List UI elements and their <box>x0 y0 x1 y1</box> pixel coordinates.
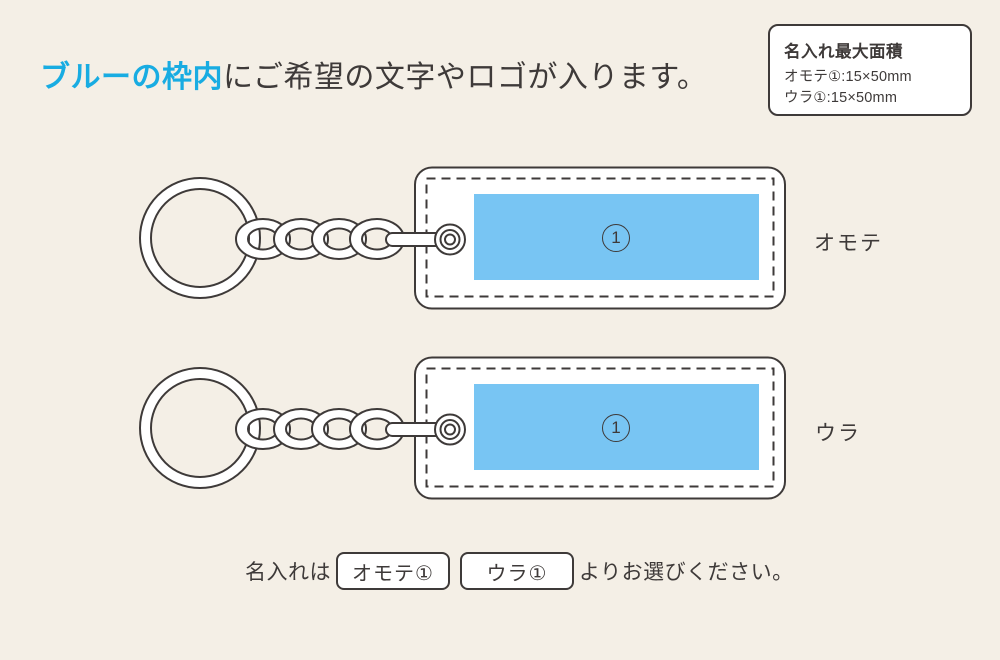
page-title: ブルーの枠内にご希望の文字やロゴが入ります。 <box>40 52 707 96</box>
max-print-area-title: 名入れ最大面積 <box>784 43 903 61</box>
page-title-highlight: ブルーの枠内 <box>40 61 223 94</box>
max-print-area-back: ウラ①:15×50mm <box>784 90 898 107</box>
print-area-number-front: 1 <box>602 224 630 252</box>
print-area-number-back: 1 <box>602 414 630 442</box>
keychain-back-illustration <box>139 356 786 500</box>
option-badge-front: オモテ① <box>336 552 450 590</box>
keychain-front-illustration <box>139 166 786 310</box>
option-badge-back: ウラ① <box>460 552 574 590</box>
max-print-area-box: 名入れ最大面積 オモテ①:15×50mm ウラ①:15×50mm <box>768 24 972 116</box>
side-label-front: オモテ <box>814 232 883 255</box>
footer-prefix: 名入れは <box>245 561 331 584</box>
name-print-options-note: 名入れは オモテ① ウラ① よりお選びください。 <box>245 551 794 591</box>
side-label-back: ウラ <box>815 422 861 445</box>
page-title-rest: にご希望の文字やロゴが入ります。 <box>223 61 708 94</box>
footer-suffix: よりお選びください。 <box>579 561 794 584</box>
max-print-area-front: オモテ①:15×50mm <box>784 69 912 85</box>
